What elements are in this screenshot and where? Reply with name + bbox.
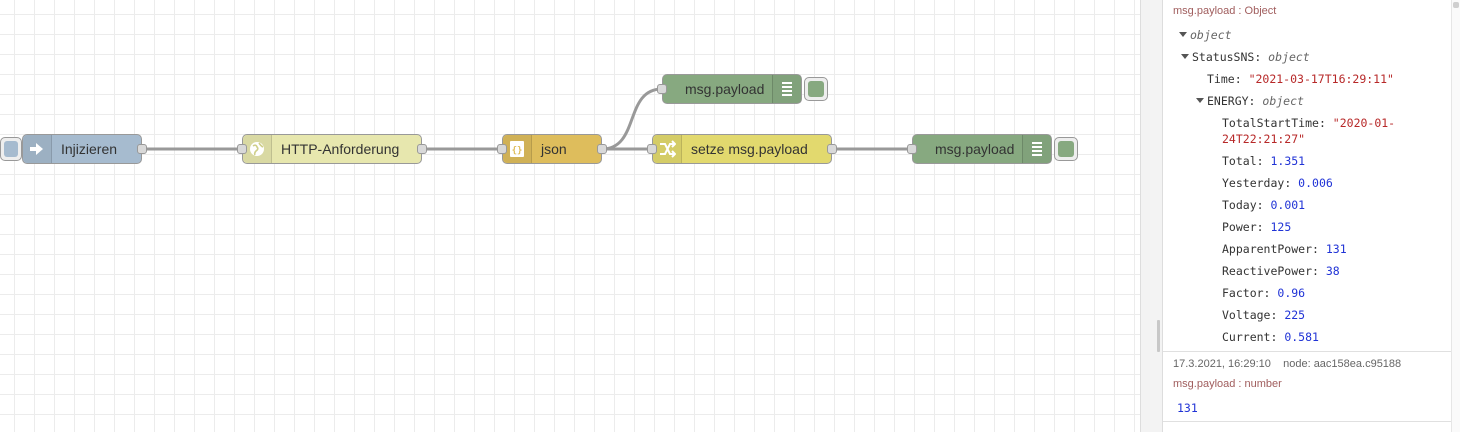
tree-statussns[interactable]: StatusSNS: object: [1181, 49, 1310, 65]
message-value: 131: [1177, 401, 1198, 415]
debug-toggle-top[interactable]: [804, 77, 828, 101]
debug-toggle-right[interactable]: [1054, 137, 1078, 161]
tree-totalstarttime-cont: 24T22:21:27": [1222, 132, 1306, 146]
input-port[interactable]: [497, 144, 507, 154]
debug-toggle-fill: [808, 81, 824, 97]
debug-message: msg.payload : Object object StatusSNS: o…: [1163, 0, 1451, 350]
debug-message: 17.3.2021, 16:29:10 node: aac158ea.c9518…: [1163, 352, 1451, 432]
input-port[interactable]: [907, 144, 917, 154]
debug-toggle-fill: [1058, 141, 1074, 157]
output-port[interactable]: [417, 144, 427, 154]
inject-arrow-icon: [23, 135, 52, 163]
scrollbar-thumb[interactable]: [1453, 2, 1459, 8]
globe-icon: [243, 135, 272, 163]
expand-triangle-icon[interactable]: [1196, 98, 1204, 103]
node-debug-right[interactable]: msg.payload: [907, 134, 1052, 164]
tree-field: Factor: 0.96: [1222, 286, 1306, 300]
input-port[interactable]: [237, 144, 247, 154]
message-topic: msg.payload : Object: [1173, 5, 1277, 17]
debug-sidebar: msg.payload : Object object StatusSNS: o…: [1163, 0, 1460, 432]
tree-field: Total: 1.351: [1222, 154, 1306, 168]
splitter-grip[interactable]: [1157, 320, 1160, 352]
svg-text:{}: {}: [512, 146, 523, 156]
node-label: setze msg.payload: [691, 141, 808, 157]
output-port[interactable]: [137, 144, 147, 154]
tree-field: Yesterday: 0.006: [1222, 176, 1333, 190]
node-label: HTTP-Anforderung: [281, 141, 400, 157]
flow-wires: [142, 87, 912, 151]
node-label: json: [541, 141, 567, 157]
message-meta: 17.3.2021, 16:29:10 node: aac158ea.c9518…: [1173, 358, 1401, 370]
node-change[interactable]: setze msg.payload: [647, 134, 837, 164]
message-timestamp: 17.3.2021, 16:29:10: [1173, 358, 1271, 370]
shuffle-icon: [653, 135, 682, 163]
node-label: Injizieren: [61, 141, 118, 157]
expand-triangle-icon[interactable]: [1179, 32, 1187, 37]
tree-field: Current: 0.581: [1222, 330, 1319, 344]
inject-trigger-button[interactable]: [0, 137, 22, 161]
input-port[interactable]: [657, 84, 667, 94]
tree-field: Power: 125: [1222, 220, 1292, 234]
wire-json-debug-top[interactable]: [601, 87, 663, 151]
tree-time: Time: "2021-03-17T16:29:11": [1207, 72, 1394, 86]
message-divider: [1163, 421, 1451, 422]
input-port[interactable]: [647, 144, 657, 154]
inject-trigger-fill: [4, 141, 18, 157]
list-icon: [772, 75, 801, 103]
node-http-request[interactable]: HTTP-Anforderung: [237, 134, 427, 164]
sidebar-scrollbar[interactable]: [1451, 0, 1460, 432]
output-port[interactable]: [597, 144, 607, 154]
tree-field: ApparentPower: 131: [1222, 242, 1347, 256]
tree-totalstarttime: TotalStartTime: "2020-01-: [1222, 116, 1396, 130]
node-json[interactable]: {} json: [497, 134, 607, 164]
tree-field: Today: 0.001: [1222, 198, 1306, 212]
expand-triangle-icon[interactable]: [1181, 54, 1189, 59]
message-node-link[interactable]: node: aac158ea.c95188: [1283, 358, 1402, 370]
tree-energy[interactable]: ENERGY: object: [1196, 93, 1304, 109]
json-braces-icon: {}: [503, 135, 532, 163]
node-inject[interactable]: Injizieren: [22, 134, 147, 164]
sidebar-splitter[interactable]: [1140, 0, 1163, 432]
message-topic: msg.payload : number: [1173, 378, 1282, 390]
node-label: msg.payload: [685, 81, 765, 97]
node-label: msg.payload: [935, 141, 1015, 157]
tree-field: Voltage: 225: [1222, 308, 1306, 322]
flow-canvas[interactable]: Injizieren HTTP-Anforderung {} json msg.…: [0, 0, 1140, 432]
list-icon: [1022, 135, 1051, 163]
tree-field: ReactivePower: 38: [1222, 264, 1340, 278]
tree-root[interactable]: object: [1179, 27, 1232, 43]
node-debug-top[interactable]: msg.payload: [657, 74, 802, 104]
output-port[interactable]: [827, 144, 837, 154]
message-divider: [1163, 351, 1451, 352]
